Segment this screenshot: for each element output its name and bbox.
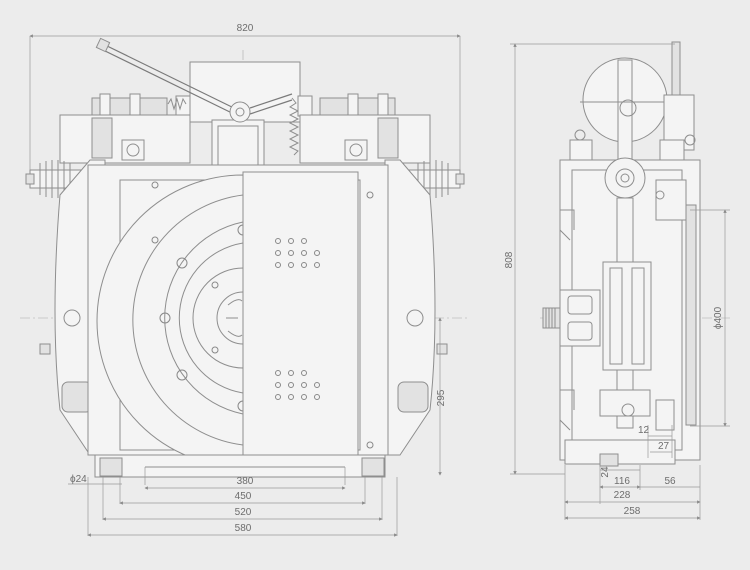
- right-side-spring: [407, 160, 465, 198]
- dim-520: 520: [235, 507, 252, 518]
- front-view: 820 295 380 450 520 580 ϕ24: [20, 23, 470, 537]
- dim-228: 228: [614, 490, 631, 501]
- dim-overall-width: 820: [237, 23, 254, 34]
- dim-258: 258: [624, 506, 641, 517]
- dim-56: 56: [664, 476, 676, 487]
- dim-116: 116: [614, 476, 630, 487]
- left-side-spring: [25, 160, 83, 198]
- dim-27: 27: [658, 441, 670, 452]
- cover-plate: [242, 171, 359, 468]
- tension-spring: [288, 97, 300, 156]
- junction-box: [211, 119, 265, 173]
- dim-center-height: 295: [436, 389, 447, 406]
- dim-12: 12: [638, 425, 650, 436]
- upper-vent-holes: [275, 238, 320, 268]
- base-plate: [94, 454, 386, 478]
- left-brake-assembly: [59, 93, 191, 164]
- dim-450: 450: [235, 491, 252, 502]
- dim-24: 24: [600, 466, 611, 478]
- dim-bolt-hole: ϕ24: [70, 474, 87, 485]
- dimension-lines: [29, 34, 461, 537]
- dim-380: 380: [237, 476, 254, 487]
- side-dimension-lines: [510, 43, 730, 520]
- brake-release-lever: [95, 37, 293, 123]
- dim-sheave-diameter: ϕ400: [713, 306, 724, 329]
- dim-580: 580: [235, 523, 252, 534]
- dim-side-height: 808: [504, 251, 515, 268]
- motor-sheave: [96, 174, 249, 468]
- right-brake-assembly: [297, 93, 431, 164]
- lower-vent-holes: [275, 370, 320, 400]
- side-view: 808 ϕ400 12 27 24 116 56 228 258: [504, 41, 730, 520]
- right-brake-arm: [384, 159, 436, 456]
